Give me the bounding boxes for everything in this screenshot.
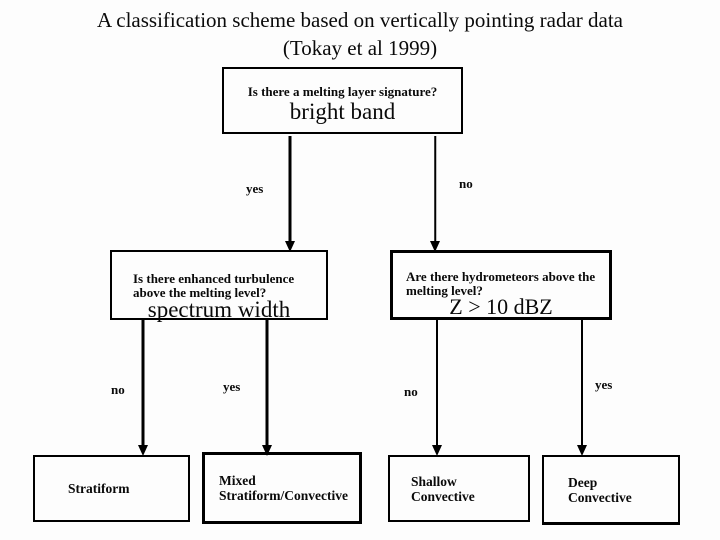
- edge-label-turbulence-no: no: [111, 382, 125, 397]
- arrow-shaft: [265, 320, 269, 448]
- arrow-hydrometeors-no: [431, 320, 443, 456]
- arrow-turbulence-no: [137, 320, 149, 456]
- arrowhead-down-icon: [430, 241, 440, 252]
- arrowhead-down-icon: [138, 445, 148, 456]
- arrowhead-down-icon: [262, 445, 272, 456]
- edge-label-root-no: no: [459, 176, 473, 191]
- node-deep-label-line-2: Convective: [568, 489, 632, 505]
- node-turbulence-question-line-1: Is there enhanced turbulence: [133, 271, 295, 286]
- node-hydrometeors: Are there hydrometeors above the melting…: [390, 250, 612, 320]
- node-deep-label-line-1: Deep: [568, 474, 598, 490]
- title-line-2: (Tokay et al 1999): [282, 36, 438, 60]
- edge-label-hydrometeors-no: no: [404, 384, 418, 399]
- arrow-shaft: [581, 320, 583, 448]
- edge-label-turbulence-yes: yes: [223, 379, 241, 394]
- arrow-root-no: [429, 136, 441, 252]
- node-melting-layer: Is there a melting layer signature? brig…: [222, 67, 463, 134]
- arrowhead-down-icon: [577, 445, 587, 456]
- arrow-shaft: [436, 320, 438, 448]
- node-deep: Deep Convective: [542, 455, 680, 525]
- node-stratiform: Stratiform: [33, 455, 190, 522]
- node-stratiform-label: Stratiform: [68, 481, 130, 496]
- node-melting-layer-question: Is there a melting layer signature?: [247, 84, 438, 99]
- arrow-shaft: [434, 136, 436, 244]
- edge-label-hydrometeors-yes: yes: [595, 377, 613, 392]
- node-shallow-label-line-1: Shallow: [411, 473, 457, 489]
- title-line-1: A classification scheme based on vertica…: [97, 8, 623, 32]
- node-melting-layer-measure: bright band: [289, 99, 396, 124]
- node-hydrometeors-measure: Z > 10 dBZ: [449, 294, 553, 319]
- node-mixed-label-line-2: Stratiform/Convective: [219, 488, 348, 503]
- arrow-hydrometeors-yes: [576, 320, 588, 456]
- node-hydrometeors-question-line-1: Are there hydrometeors above the: [406, 269, 596, 284]
- node-mixed-label-line-1: Mixed: [219, 473, 256, 488]
- node-turbulence-measure: spectrum width: [147, 297, 291, 322]
- arrow-turbulence-yes: [261, 320, 273, 456]
- arrow-shaft: [141, 320, 145, 448]
- node-hydrometeors-question-line-2: melting level?: [406, 283, 483, 298]
- arrow-root-yes: [284, 136, 296, 252]
- node-turbulence: Is there enhanced turbulence above the m…: [110, 250, 328, 322]
- arrowhead-down-icon: [285, 241, 295, 252]
- node-turbulence-question-line-2: above the melting level?: [133, 285, 267, 300]
- slide-title: A classification scheme based on vertica…: [0, 6, 720, 62]
- node-shallow-label-line-2: Convective: [411, 488, 475, 504]
- node-mixed: Mixed Stratiform/Convective: [202, 452, 362, 524]
- arrow-shaft: [288, 136, 292, 244]
- arrowhead-down-icon: [432, 445, 442, 456]
- edge-label-root-yes: yes: [246, 181, 264, 196]
- node-shallow: Shallow Convective: [388, 455, 530, 522]
